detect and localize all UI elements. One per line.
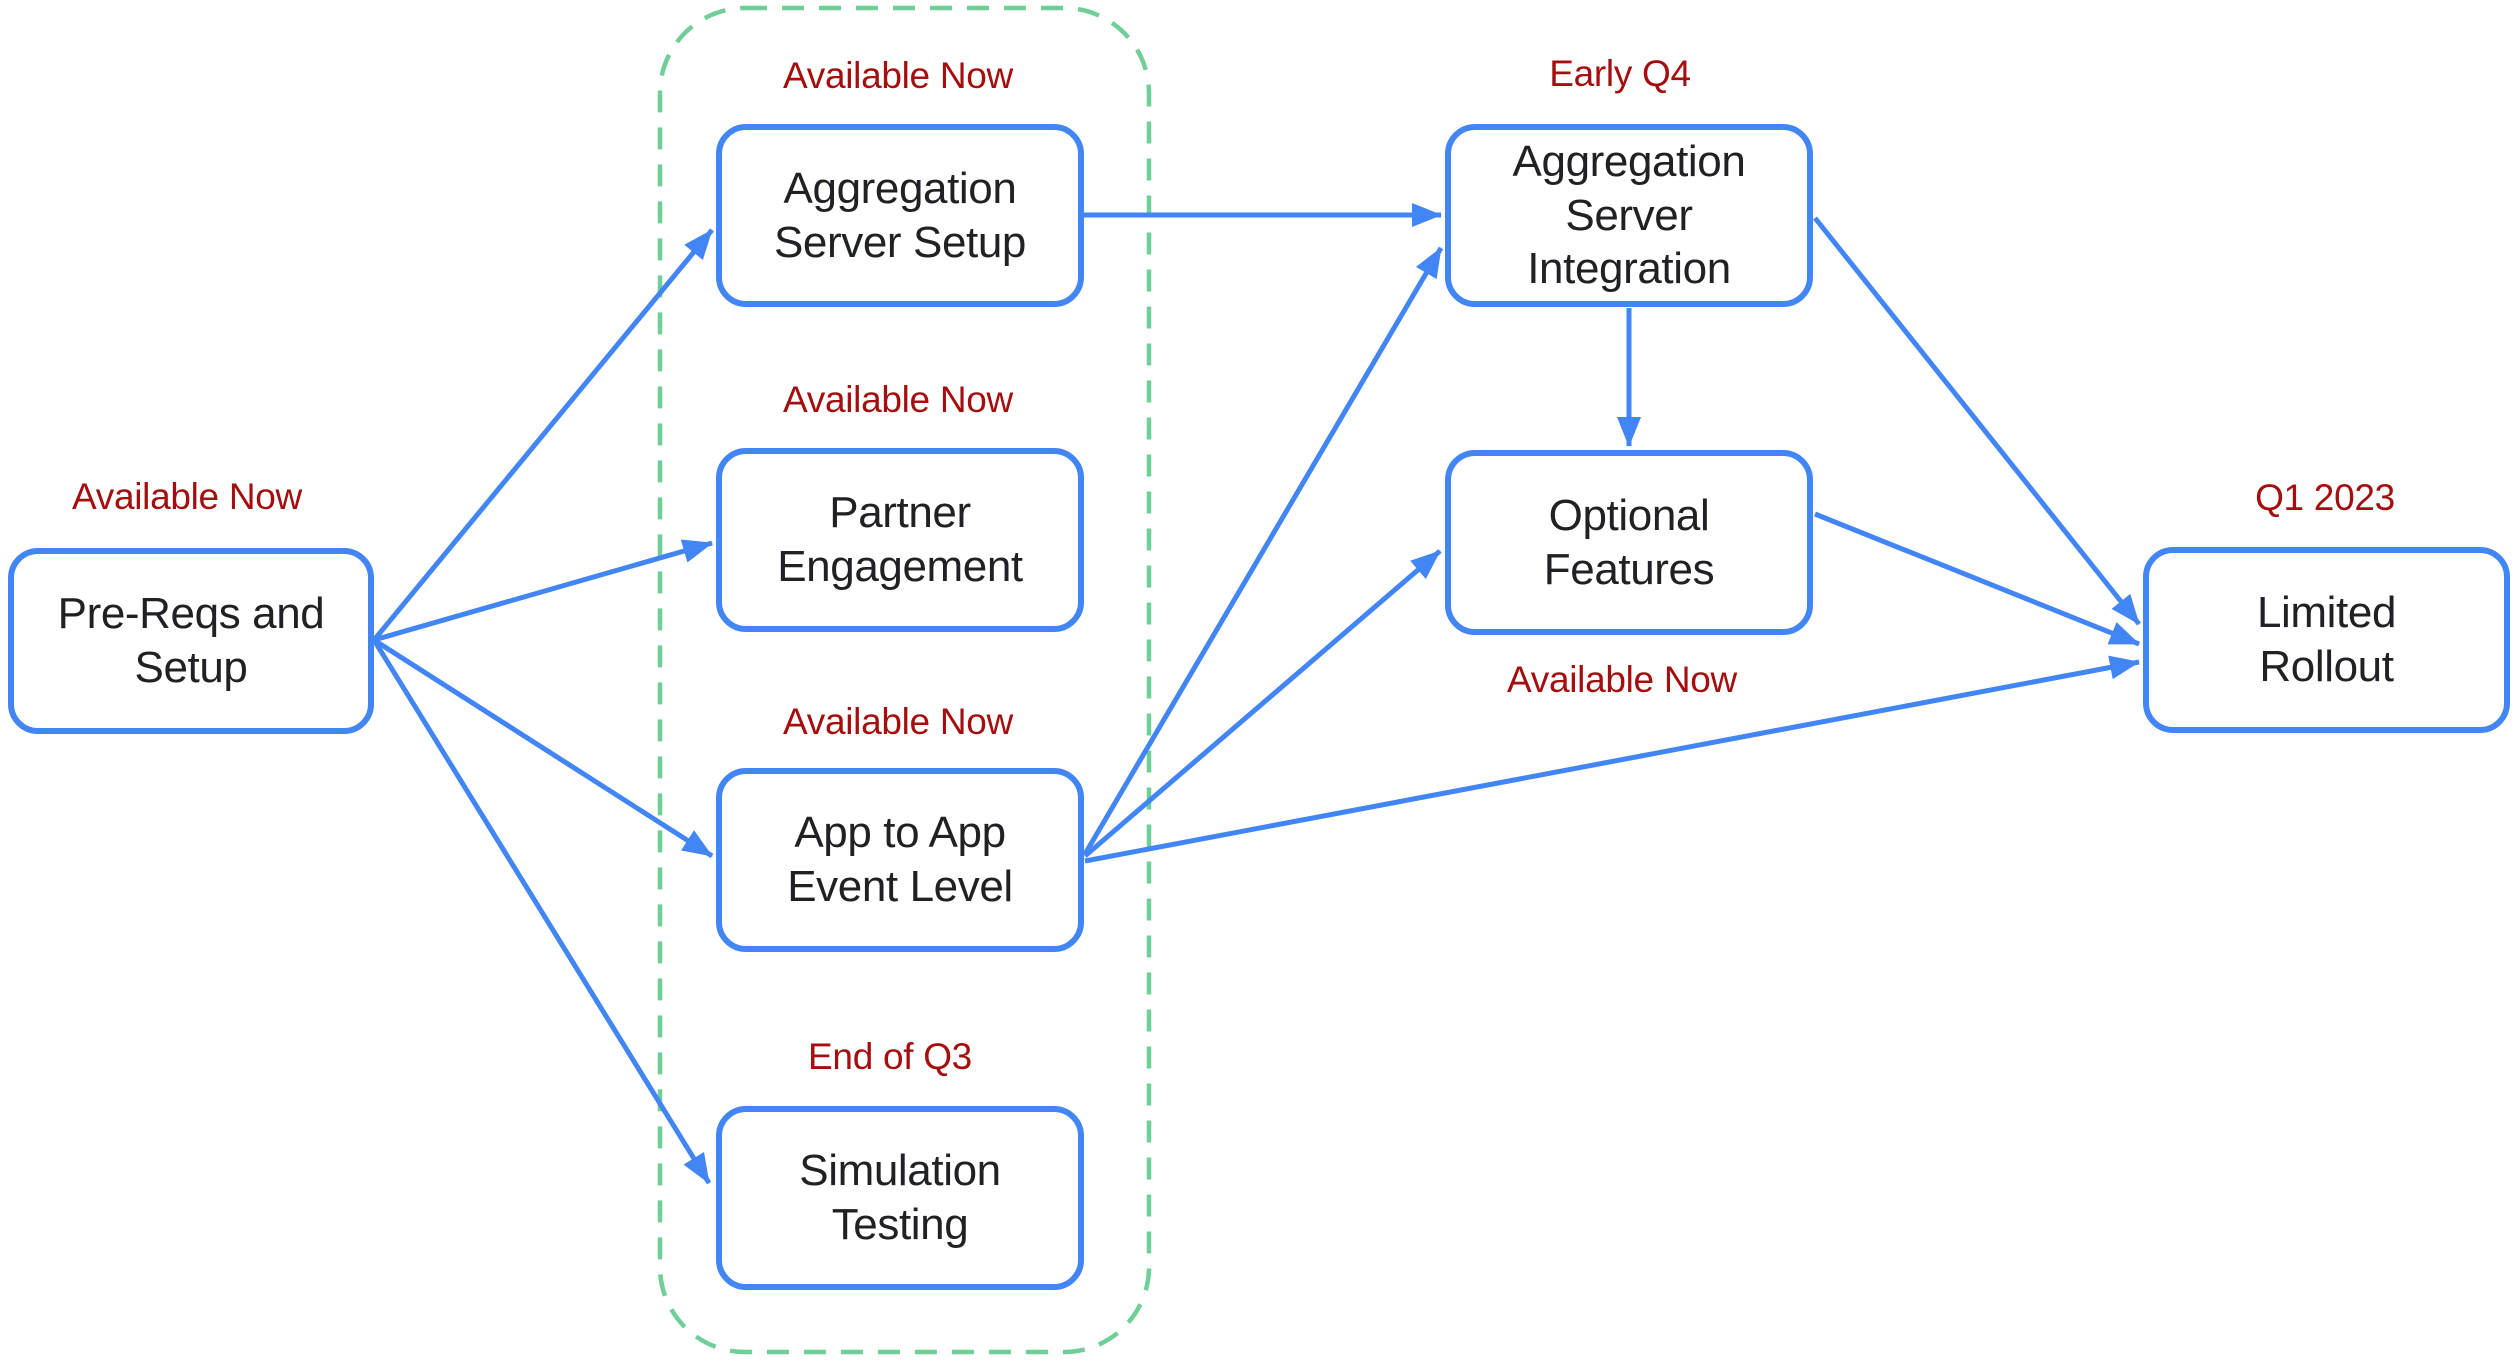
edge-app-to-app-event-level-to-aggregation-server-integration	[1082, 246, 1444, 856]
edge-app-to-app-event-level-to-optional-features	[1083, 549, 1442, 858]
group-outline-layer	[657, 5, 1152, 1355]
available-now-group-outline	[657, 5, 1152, 1355]
edge-pre-reqs-and-setup-to-app-to-app-event-level	[372, 637, 714, 859]
edge-optional-features-to-limited-rollout	[1814, 511, 2140, 647]
edge-pre-reqs-and-setup-to-aggregation-server-setup	[372, 228, 714, 642]
edge-app-to-app-event-level-to-limited-rollout	[1084, 655, 2140, 864]
edge-aggregation-server-integration-to-limited-rollout	[1813, 216, 2141, 626]
edges-group	[371, 203, 2141, 1185]
edge-pre-reqs-and-setup-to-partner-engagement	[373, 539, 713, 643]
edge-pre-reqs-and-setup-to-simulation-testing	[371, 638, 712, 1185]
